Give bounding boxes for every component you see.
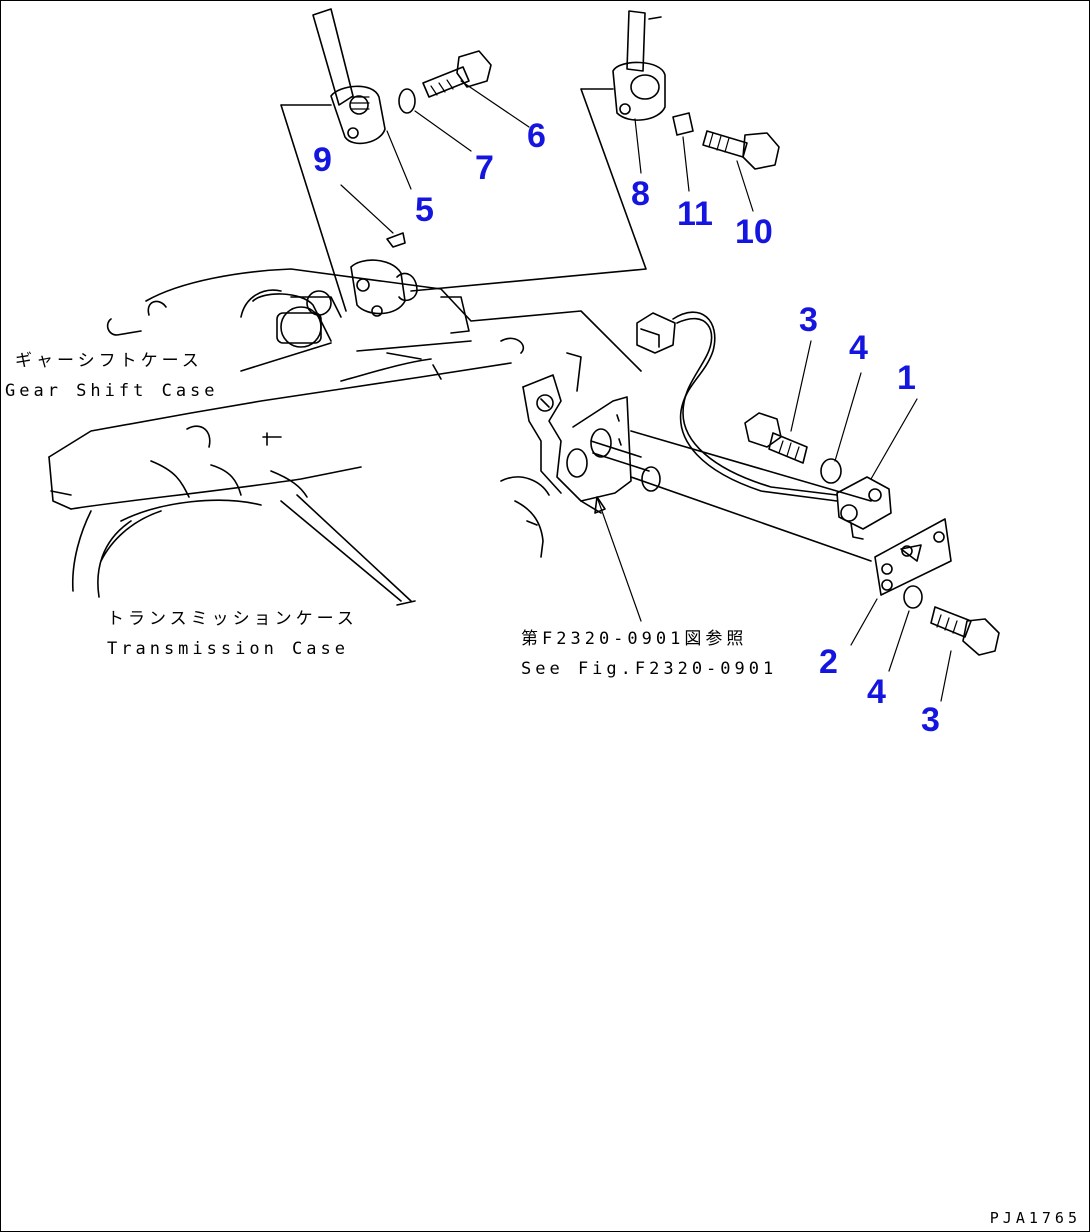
figure-reference-jp: 第F2320-0901図参照 bbox=[521, 629, 748, 649]
lever-part-5 bbox=[312, 8, 386, 145]
gear-shift-case-drawing bbox=[106, 259, 642, 382]
transmission-case-label-jp: トランスミッションケース bbox=[107, 609, 358, 629]
bolt-part-3-lower bbox=[930, 606, 1000, 656]
callout-4-lower: 4 bbox=[867, 673, 886, 711]
callout-3-lower: 3 bbox=[921, 701, 940, 739]
leader-lines bbox=[340, 80, 952, 702]
nipple-part-9 bbox=[386, 232, 406, 248]
callout-2: 2 bbox=[819, 643, 838, 681]
washer-part-11 bbox=[672, 112, 694, 136]
callout-4-upper: 4 bbox=[849, 329, 868, 367]
callout-10: 10 bbox=[735, 213, 773, 251]
callout-6: 6 bbox=[527, 117, 546, 155]
callout-9: 9 bbox=[313, 141, 332, 179]
bolt-part-10 bbox=[702, 130, 780, 170]
mount-bracket-drawing bbox=[500, 352, 872, 562]
callout-8: 8 bbox=[631, 175, 650, 213]
frame-line-left bbox=[280, 104, 347, 312]
callout-1: 1 bbox=[897, 359, 916, 397]
callout-7: 7 bbox=[475, 149, 494, 187]
figure-code: PJA1765 bbox=[989, 1209, 1081, 1227]
gear-shift-case-label-jp: ギャーシフトケース bbox=[15, 351, 203, 371]
washer-part-7 bbox=[398, 88, 416, 114]
bolt-part-3-upper bbox=[744, 412, 808, 464]
callout-11: 11 bbox=[677, 195, 713, 233]
frame-line-right bbox=[410, 88, 647, 292]
callout-5: 5 bbox=[415, 191, 434, 229]
transmission-case-drawing bbox=[48, 362, 512, 606]
gear-shift-case-label-en: Gear Shift Case bbox=[5, 381, 219, 401]
washer-part-4-lower bbox=[903, 585, 923, 609]
sensor-part-1 bbox=[636, 311, 892, 540]
plate-part-2 bbox=[874, 518, 952, 596]
bolt-part-6 bbox=[422, 50, 492, 98]
callout-3-upper: 3 bbox=[799, 301, 818, 339]
transmission-case-label-en: Transmission Case bbox=[107, 639, 349, 659]
washer-part-4-upper bbox=[820, 458, 842, 484]
figure-reference-en: See Fig.F2320-0901 bbox=[521, 659, 778, 679]
lever-part-8 bbox=[612, 10, 666, 121]
